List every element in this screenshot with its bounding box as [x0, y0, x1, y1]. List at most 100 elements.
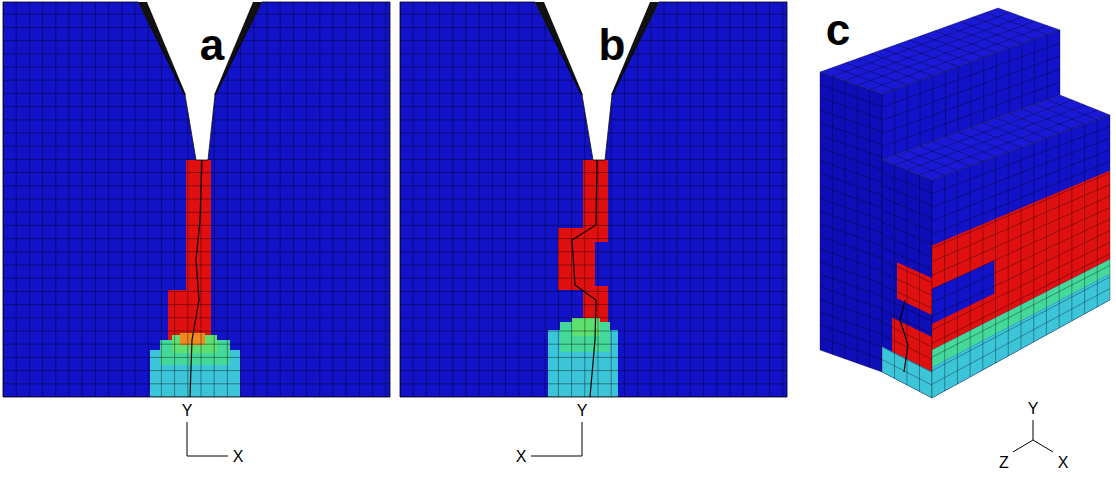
- mesh-line: [545, 0, 546, 400]
- mesh-line: [0, 331, 392, 332]
- mesh-line: [397, 251, 789, 252]
- mesh-line: [0, 67, 392, 68]
- mesh-line: [730, 0, 731, 400]
- mesh-line: [820, 287, 882, 309]
- mesh-line: [820, 186, 882, 208]
- axis-line: [1033, 420, 1034, 440]
- mesh-line: [820, 312, 882, 334]
- mesh-line: [0, 106, 392, 107]
- mesh-line: [306, 0, 307, 400]
- mesh-line: [820, 173, 882, 195]
- mesh-line: [121, 0, 122, 400]
- mesh-line: [703, 0, 704, 400]
- mesh-line: [677, 0, 678, 400]
- mesh-line: [161, 0, 162, 400]
- mesh-line: [932, 300, 1110, 398]
- mesh-line: [397, 199, 789, 200]
- mesh-line: [29, 0, 30, 400]
- mesh-line: [0, 383, 392, 384]
- mesh-line: [397, 40, 789, 41]
- crack-path: [900, 300, 908, 372]
- panel-outline: [3, 2, 390, 397]
- mesh-line: [397, 133, 789, 134]
- panel-letter: c: [826, 8, 850, 52]
- mesh-line: [479, 0, 480, 400]
- mesh-line: [16, 0, 17, 400]
- block-face: [820, 72, 882, 372]
- mesh-line: [452, 0, 453, 400]
- mesh-line: [397, 146, 789, 147]
- mesh-line: [894, 89, 895, 155]
- mesh-line: [882, 310, 932, 334]
- mesh-line: [397, 93, 789, 94]
- mesh-line: [385, 0, 386, 400]
- axis-label: X: [1058, 455, 1069, 471]
- mesh-line: [958, 67, 959, 133]
- mesh-line: [95, 0, 96, 400]
- mesh-line: [584, 0, 585, 400]
- mesh-line: [845, 63, 907, 85]
- mesh-line: [505, 0, 506, 400]
- mesh-line: [960, 22, 1022, 44]
- contour-cell: [558, 228, 608, 290]
- mesh-line: [0, 14, 392, 15]
- mesh-line: [108, 0, 109, 400]
- mesh-line: [882, 360, 932, 386]
- mesh-line: [0, 185, 392, 186]
- mesh-line: [397, 212, 789, 213]
- mesh-line: [820, 249, 882, 271]
- mesh-line: [397, 1, 789, 2]
- mesh-line: [820, 325, 882, 347]
- mesh-line: [882, 260, 932, 283]
- mesh-line: [820, 262, 882, 284]
- mesh-line: [820, 236, 882, 258]
- mesh-line: [0, 251, 392, 252]
- mesh-line: [690, 0, 691, 400]
- axis-line: [1033, 440, 1053, 452]
- mesh-line: [55, 0, 56, 400]
- mesh-line: [0, 278, 392, 279]
- mesh-block-3d: [820, 8, 1110, 398]
- mesh-line: [0, 291, 392, 292]
- mesh-line: [319, 0, 320, 400]
- mesh-line: [346, 0, 347, 400]
- mesh-line: [227, 0, 228, 400]
- mesh-line: [293, 0, 294, 400]
- mesh-line: [69, 0, 70, 400]
- axis-label: Z: [999, 455, 1009, 471]
- mesh-line: [0, 304, 392, 305]
- mesh-line: [492, 0, 493, 400]
- panel-letter: a: [200, 23, 224, 67]
- mesh-line: [148, 0, 149, 400]
- mesh-line: [650, 0, 651, 400]
- crack-path: [572, 160, 597, 397]
- mesh-line: [820, 198, 882, 220]
- axis-label: Y: [1028, 401, 1039, 417]
- mesh-line: [253, 0, 254, 400]
- mesh-line: [882, 197, 932, 218]
- mesh-line: [240, 0, 241, 400]
- mesh-line: [858, 58, 920, 80]
- mesh-line: [882, 43, 1060, 107]
- mesh-line: [0, 119, 392, 120]
- mesh-line: [397, 225, 789, 226]
- mesh-line: [1009, 48, 1010, 113]
- mesh-line: [894, 165, 895, 379]
- mesh-line: [998, 8, 1060, 30]
- mesh-line: [466, 0, 467, 400]
- mesh-line: [756, 0, 757, 400]
- mesh-line: [820, 274, 882, 296]
- mesh-line: [922, 35, 984, 57]
- mesh-line: [397, 106, 789, 107]
- mesh-line: [397, 370, 789, 371]
- mesh-line: [820, 160, 882, 182]
- mesh-line: [820, 148, 882, 170]
- mesh-line: [973, 17, 1035, 39]
- mesh-line: [397, 317, 789, 318]
- mesh-line: [833, 67, 895, 89]
- mesh-line: [0, 27, 392, 28]
- mesh-line: [0, 1, 392, 2]
- contour-cell: [186, 160, 211, 290]
- mesh-line: [0, 53, 392, 54]
